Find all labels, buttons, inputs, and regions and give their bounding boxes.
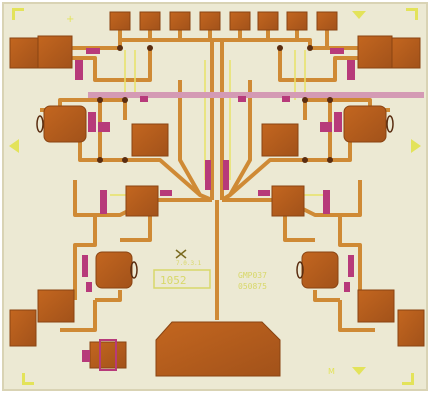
pad-bottom-center	[155, 321, 281, 377]
top-pad-6	[257, 11, 279, 31]
id-right-bottom-label: 050875	[238, 282, 267, 291]
pad-br-outer	[397, 309, 425, 347]
pad-bl-inner	[37, 289, 75, 323]
resistor-strip	[88, 92, 424, 98]
pad-bottom-small	[89, 341, 127, 369]
pad-lr-cap	[301, 251, 339, 289]
center-small-label: 7.0.3.1	[176, 260, 202, 267]
corner-m-mark: M	[328, 367, 335, 376]
pad-ll-cap	[95, 251, 133, 289]
side-arrow-right	[411, 139, 421, 153]
small-component-frame	[99, 339, 117, 371]
top-pad-1	[109, 11, 131, 31]
via-dots	[97, 45, 333, 163]
gold-pads	[9, 11, 425, 377]
capacitor-outlines	[36, 115, 394, 279]
top-pad-3	[169, 11, 191, 31]
pad-br-inner	[357, 289, 395, 323]
corner-marks	[9, 8, 421, 385]
corner-mark-tl	[12, 8, 24, 20]
pad-mr-inner	[261, 123, 299, 157]
id-right-top-label: GMP037	[238, 271, 267, 280]
id-left-frame	[153, 269, 211, 289]
pad-ml-cap	[43, 105, 87, 143]
pad-ml-inner	[131, 123, 169, 157]
id-left-label: 1052	[160, 274, 187, 287]
center-cross-mark	[175, 249, 187, 259]
pad-tr-outer	[391, 37, 421, 69]
pad-tl-inner	[37, 35, 73, 69]
corner-mark-br	[402, 373, 414, 385]
pad-bl-outer	[9, 309, 37, 347]
bottom-arrow-right	[352, 367, 366, 375]
resistor-elements	[75, 48, 355, 292]
top-pad-5	[229, 11, 251, 31]
top-pad-7	[286, 11, 308, 31]
top-pad-2	[139, 11, 161, 31]
pad-l-mid	[125, 185, 159, 217]
pad-tl-outer	[9, 37, 39, 69]
corner-mark-tr	[406, 8, 418, 20]
corner-mark-bl	[22, 373, 34, 385]
pad-r-mid	[271, 185, 305, 217]
top-mark: +	[66, 14, 74, 25]
pad-tr-inner	[357, 35, 393, 69]
small-component-ring	[82, 350, 90, 362]
side-arrow-left	[9, 139, 19, 153]
pad-mr-cap	[343, 105, 387, 143]
gold-traces	[40, 28, 390, 332]
top-pad-4	[199, 11, 221, 31]
top-pad-8	[316, 11, 338, 31]
top-arrow-right	[352, 11, 366, 19]
